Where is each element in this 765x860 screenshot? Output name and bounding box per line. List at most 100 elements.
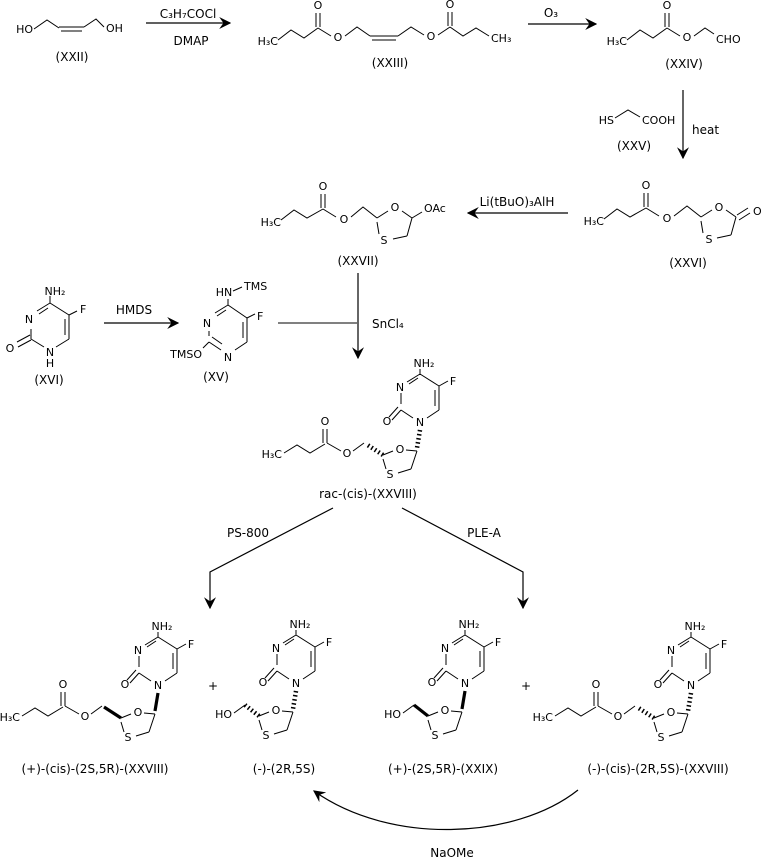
xxiii-bonds [277, 12, 490, 41]
rac-ring-s: S [387, 468, 394, 481]
xxii-ho-label: HO [16, 23, 33, 36]
prod2-f-label: F [326, 636, 332, 649]
compound-rac-label: rac-(cis)-(XXVIII) [319, 487, 417, 501]
prod2-ho-label: HO [215, 708, 232, 721]
prod3-nh2-label: NH₂ [459, 618, 480, 631]
xxiv-carbonyl-o: O [663, 0, 672, 12]
compound-prod2-label: (-)-(2R,5S) [253, 762, 315, 776]
prod2-n1-label: N [292, 677, 300, 690]
xxv-cooh-label: COOH [642, 114, 675, 127]
reagent-enzyme-left: PS-800 [227, 526, 269, 540]
prod4-ring-s: S [658, 731, 665, 744]
xv-n3-label: N [203, 317, 211, 330]
compound-prod1-label: (+)-(cis)-(2S,5R)-(XXVIII) [22, 762, 169, 776]
arrow-enzyme-left [204, 507, 334, 610]
rac-glycosidic-hash-bond [414, 429, 423, 449]
prod3-ring-bonds [427, 630, 494, 735]
prod2-n3-label: N [272, 642, 280, 655]
compound-xvi-structure: NH₂ N O N H F [6, 285, 87, 370]
xv-hn-label: HN [216, 286, 233, 299]
prod4-f-label: F [721, 638, 727, 651]
rac-n3-label: N [396, 381, 404, 394]
xxvi-lactone-o: O [753, 205, 762, 218]
compound-prod1-structure: NH₂ N N F O O S O O H₃C [0, 620, 194, 744]
reagent-ozonolysis: O₃ [544, 6, 558, 20]
compound-xxiii-label: (XXIII) [372, 56, 408, 70]
prod3-ring-s: S [432, 729, 439, 742]
rac-ring-bonds [382, 369, 449, 474]
prod4-nh2-label: NH₂ [685, 620, 706, 633]
prod3-ch2-wedge-bond [413, 703, 429, 718]
xxvi-ring-s: S [706, 233, 713, 246]
xxii-oh-label: OH [106, 22, 123, 35]
reagent-transesterification: NaOMe [430, 846, 474, 860]
xv-n1-label: N [224, 351, 232, 364]
prod3-glycosidic-wedge-bond [460, 690, 467, 710]
compound-xxv-label: (XXV) [617, 139, 651, 153]
compound-rac-xxviii-structure: NH₂ N N F O O S O O H₃C [262, 357, 457, 481]
reagent-acylation-bottom: DMAP [173, 34, 208, 48]
rac-butyrate-bonds [283, 429, 365, 454]
xxvii-bonds [280, 194, 423, 240]
rac-ring-o: O [396, 443, 405, 456]
xxvi-ring-o: O [715, 201, 724, 214]
rac-ch2-hash-bond [364, 442, 385, 457]
xxii-bonds [33, 18, 105, 32]
xxiii-carbonyl-o-left: O [314, 0, 323, 12]
prod1-ring-bonds [120, 632, 187, 737]
xxv-hs-label: HS [599, 114, 614, 127]
xxvii-ring-s: S [381, 234, 388, 247]
xvi-bonds [16, 296, 78, 348]
xxiv-cho-label: CHO [716, 33, 741, 46]
prod3-ho-label: HO [384, 708, 401, 721]
compound-prod3-structure: NH₂ N N F O O S HO [384, 618, 501, 742]
compound-xxvii-structure: H₃C O O O S OAc [261, 180, 446, 247]
compound-prod4-label: (-)-(cis)-(2R,5S)-(XXVIII) [587, 762, 728, 776]
prod4-ring-o: O [667, 706, 676, 719]
reagent-heat: heat [692, 123, 719, 137]
prod1-butyrate-bonds [21, 692, 103, 717]
prod1-nh2-label: NH₂ [152, 620, 173, 633]
prod1-exo-o: O [121, 678, 130, 691]
xvi-exo-o: O [6, 342, 15, 355]
compound-xv-label: (XV) [203, 370, 229, 384]
compound-xxii-structure: HO OH [16, 18, 123, 36]
plus-sign-left: + [208, 679, 218, 693]
prod1-ch2-wedge-bond [103, 705, 122, 720]
compound-xxiii-structure: H₃C O O O O CH₃ [258, 0, 512, 48]
xvi-n3-label: N [25, 313, 33, 326]
xxvi-ester-o: O [663, 212, 672, 225]
prod2-hydroxymethyl-bond [233, 704, 246, 714]
xxvii-ring-o: O [391, 201, 400, 214]
xv-f-label: F [257, 310, 263, 323]
xv-tmso-label: TMSO [169, 348, 202, 361]
prod2-ring-s: S [263, 729, 270, 742]
prod4-carbonyl-o: O [592, 678, 601, 691]
prod1-h3c-label: H₃C [0, 711, 20, 724]
xxvi-bonds [603, 193, 751, 239]
xxvii-h3c-label: H₃C [261, 216, 282, 229]
prod4-butyrate-bonds [554, 692, 636, 717]
reagent-silylation: HMDS [116, 303, 152, 317]
arrow-transesterification [313, 789, 579, 831]
prod4-n1-label: N [687, 679, 695, 692]
reagent-enzyme-right: PLE-A [467, 526, 502, 540]
compound-prod4-structure: NH₂ N N F O O S O O H₃C [533, 620, 728, 744]
rac-nh2-label: NH₂ [414, 357, 435, 370]
rac-ester-o: O [343, 447, 352, 460]
prod4-exo-o: O [654, 678, 663, 691]
rac-carbonyl-o: O [321, 415, 330, 428]
prod1-carbonyl-o: O [59, 678, 68, 691]
prod4-n3-label: N [667, 644, 675, 657]
prod4-ch2-hash-bond [635, 705, 656, 720]
prod1-ring-o: O [134, 706, 143, 719]
reagent-reduction: Li(tBuO)₃AlH [480, 195, 555, 209]
prod2-ring-bonds [258, 630, 325, 735]
compound-xv-structure: HN TMS N TMSO N F [169, 280, 267, 364]
compound-xvi-label: (XVI) [34, 373, 63, 387]
prod2-glycosidic-hash-bond [290, 690, 299, 710]
xxiv-ester-o: O [683, 31, 692, 44]
prod4-glycosidic-hash-bond [685, 692, 694, 712]
